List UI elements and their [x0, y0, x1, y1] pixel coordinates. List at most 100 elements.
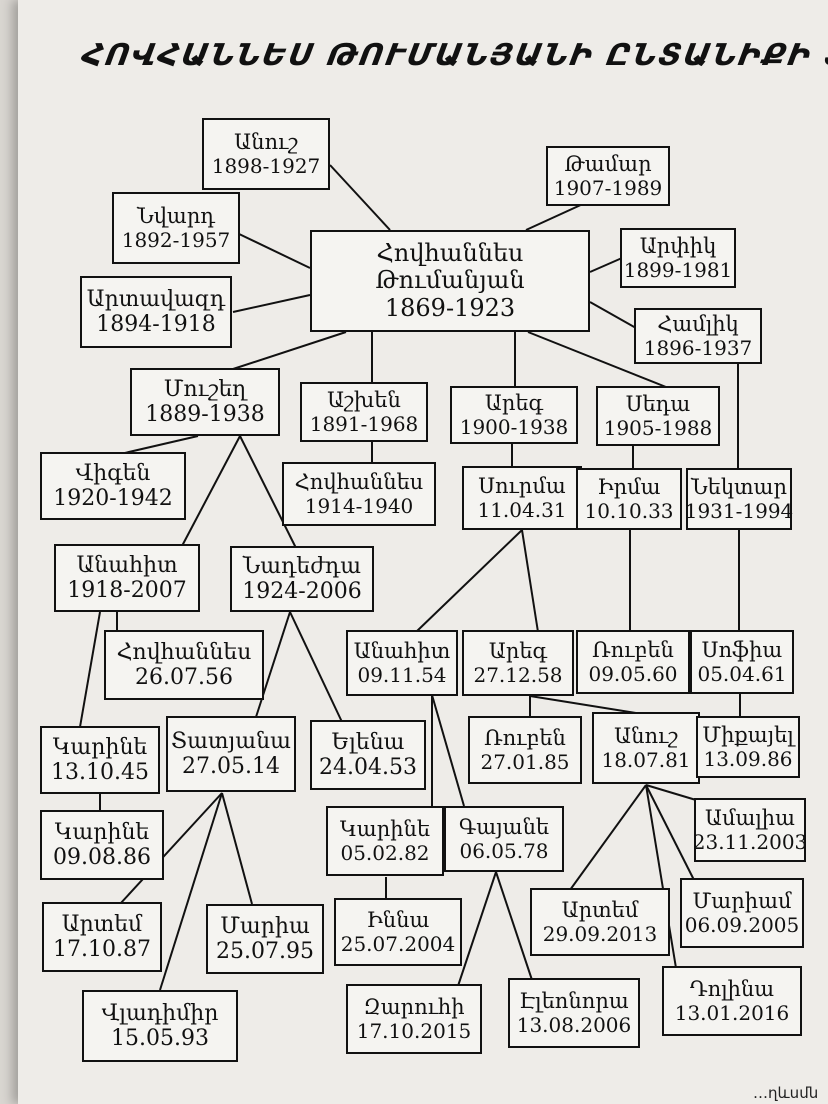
person-hovhannes-1914: Հովհաննես 1914-1940	[282, 462, 436, 526]
person-dates: 1891-1968	[309, 411, 419, 436]
person-amalia: Ամալիա 23.11.2003	[692, 798, 808, 862]
person-name: Մուշեղ	[163, 376, 247, 402]
person-eleonora: Էլեոնորա 13.08.2006	[508, 978, 640, 1048]
person-name: Էլեոնորա	[519, 989, 629, 1014]
person-dates: 27.01.85	[480, 749, 570, 774]
person-name: Սեդա	[625, 392, 691, 417]
person-name: Գայանե	[458, 815, 550, 840]
person-name: Ռուբեն	[484, 726, 566, 751]
person-sofia: Սոֆիա 05.04.61	[690, 630, 794, 694]
person-dates: 1896-1937	[643, 335, 753, 360]
person-name: Տատյանա	[171, 728, 291, 754]
person-vigen: Վիգեն 1920-1942	[40, 452, 186, 520]
person-dates: 15.05.93	[111, 1026, 209, 1051]
person-elena: Ելենա 24.04.53	[310, 720, 426, 790]
person-dates: 17.10.87	[53, 937, 151, 962]
person-dates: 09.08.86	[53, 845, 151, 870]
person-dates: 1899-1981	[623, 257, 733, 282]
person-nvard: Նվարդ 1892-1957	[112, 192, 240, 264]
person-name: Նեկտար	[690, 475, 788, 500]
person-maria: Մարիա 25.07.95	[206, 904, 324, 974]
person-name: Թամար	[564, 152, 652, 177]
person-name: Նվարդ	[137, 204, 215, 229]
person-dates: 25.07.2004	[340, 931, 456, 956]
person-name: Միքայել	[702, 723, 794, 748]
person-name: Դոլինա	[689, 977, 775, 1002]
person-zaruhi: Զարուհի 17.10.2015	[346, 984, 482, 1054]
person-seda: Սեդա 1905-1988	[596, 386, 720, 446]
person-vladimir: Վլադիմիր 15.05.93	[82, 990, 238, 1062]
person-tatyana: Տատյանա 27.05.14	[166, 716, 296, 792]
person-name: Արտեմ	[61, 911, 143, 937]
person-dates: 09.05.60	[588, 661, 678, 686]
person-name: Համլիկ	[657, 312, 739, 337]
person-name: Սուրմա	[478, 474, 566, 499]
person-dates: 17.10.2015	[356, 1018, 472, 1043]
person-dates: 27.05.14	[182, 754, 280, 779]
person-name: Արեգ	[488, 639, 548, 664]
person-dates: 25.07.95	[216, 939, 314, 964]
person-dates: 24.04.53	[319, 755, 417, 780]
footer-text-fragment: …ղևսմն	[753, 1084, 819, 1102]
person-artem-1987: Արտեմ 17.10.87	[42, 902, 162, 972]
person-dates: 13.10.45	[51, 760, 149, 785]
person-dates: 13.09.86	[703, 746, 793, 771]
person-mikayel: Միքայել 13.09.86	[696, 716, 800, 778]
person-tamar: Թամար 1907-1989	[546, 146, 670, 206]
person-dates: 1905-1988	[603, 415, 713, 440]
person-dates: 10.10.33	[584, 498, 674, 523]
person-name: Կարինե	[54, 819, 150, 845]
person-name: Աշխեն	[327, 388, 401, 413]
person-dates: 1900-1938	[459, 414, 569, 439]
person-dates: 1889-1938	[145, 402, 265, 427]
person-nektar: Նեկտար 1931-1994	[684, 468, 794, 530]
person-root-hovhannes-tumanyan: Հովհաննես Թումանյան 1869-1923	[310, 230, 590, 332]
person-name: Արտավազդ	[86, 286, 226, 312]
person-mushegh: Մուշեղ 1889-1938	[130, 368, 280, 436]
person-dolina: Դոլինա 13.01.2016	[662, 966, 802, 1036]
person-name-line1: Հովհաննես	[376, 238, 524, 267]
person-surma: Սուրմա 11.04.31	[462, 466, 582, 530]
person-dates: 06.05.78	[459, 838, 549, 863]
person-dates: 29.09.2013	[542, 921, 658, 946]
tree-connectors	[79, 164, 741, 991]
person-dates: 1918-2007	[67, 578, 187, 603]
person-name: Մարիա	[220, 913, 310, 939]
person-areg: Արեգ 1900-1938	[450, 386, 578, 444]
person-dates: 1931-1994	[684, 498, 794, 523]
person-dates: 09.11.54	[357, 662, 447, 687]
person-name: Հովհաննես	[294, 470, 424, 495]
person-dates: 1907-1989	[553, 175, 663, 200]
person-name: Ամալիա	[704, 806, 796, 831]
person-karine-1982: Կարինե 05.02.82	[326, 806, 444, 876]
person-dates: 13.01.2016	[674, 1000, 790, 1025]
person-name: Վլադիմիր	[101, 1000, 219, 1026]
person-dates: 1894-1918	[96, 312, 216, 337]
person-inna: Իննա 25.07.2004	[334, 898, 462, 966]
person-dates: 26.07.56	[135, 665, 233, 690]
person-karine-1945: Կարինե 13.10.45	[40, 726, 160, 794]
person-karine-1986: Կարինե 09.08.86	[40, 810, 164, 880]
person-dates: 18.07.81	[601, 747, 691, 772]
person-name: Կարինե	[52, 734, 148, 760]
person-name: Ելենա	[331, 729, 405, 755]
person-name: Իննա	[366, 908, 430, 933]
person-dates: 05.04.61	[697, 661, 787, 686]
person-name: Անուշ	[234, 130, 298, 155]
person-hovhannes-1956: Հովհաննես 26.07.56	[104, 630, 264, 700]
person-dates: 27.12.58	[473, 662, 563, 687]
person-name: Նադեժդա	[242, 553, 362, 579]
person-name: Հովհաննես	[116, 639, 252, 665]
person-name: Ռուբեն	[592, 638, 674, 663]
person-anush: Անուշ 1898-1927	[202, 118, 330, 190]
person-dates: 05.02.82	[340, 840, 430, 865]
person-name: Արտեմ	[561, 898, 639, 923]
person-anush-1981: Անուշ 18.07.81	[592, 712, 700, 784]
person-dates: 1920-1942	[53, 486, 173, 511]
person-ashkhen: Աշխեն 1891-1968	[300, 382, 428, 442]
person-name: Մարիամ	[692, 889, 792, 914]
person-dates: 1869-1923	[384, 293, 516, 322]
person-dates: 23.11.2003	[692, 829, 808, 854]
person-artem-2013: Արտեմ 29.09.2013	[530, 888, 670, 956]
person-dates: 1924-2006	[242, 579, 362, 604]
